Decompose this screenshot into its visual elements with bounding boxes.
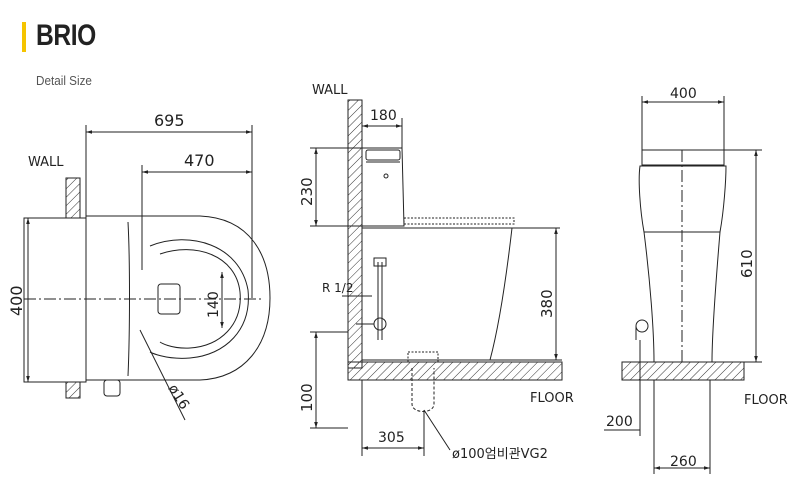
side-drain-label: ø100엄비관VG2 (452, 447, 548, 462)
front-dim-width: 400 (670, 86, 697, 102)
top-tank (23, 217, 87, 383)
front-dim-side: 200 (606, 414, 633, 430)
side-tank (361, 147, 405, 227)
top-view (23, 125, 271, 421)
accent-bar (22, 22, 26, 52)
front-floor-label: FLOOR (744, 393, 788, 408)
front-body (638, 165, 727, 363)
page-header: BRIO Detail Size (0, 0, 800, 100)
front-dim-height: 610 (738, 249, 756, 278)
side-wall-label: WALL (312, 83, 348, 98)
brand-title: BRIO (36, 19, 96, 52)
top-dim-hole: 470 (184, 151, 215, 170)
side-dim-outlet: 305 (378, 430, 405, 446)
side-dim-floor: 100 (298, 383, 316, 412)
top-bowl-outline (85, 215, 271, 381)
front-dim-base: 260 (670, 454, 697, 470)
top-dim-width: 400 (7, 285, 26, 316)
top-dim-inner: 140 (206, 291, 222, 318)
side-floor (347, 361, 563, 381)
detail-size-subtitle: Detail Size (36, 73, 92, 88)
front-view (604, 96, 762, 474)
side-dim-top: 180 (370, 108, 397, 124)
top-dim-pipe: ø16 (165, 382, 193, 413)
side-floor-label: FLOOR (530, 391, 574, 406)
side-pipe-label: R 1/2 (322, 281, 353, 295)
side-wall (347, 99, 363, 369)
side-view (310, 99, 563, 456)
side-bowl (361, 227, 513, 361)
side-dim-tank: 230 (298, 177, 316, 206)
side-dim-height: 380 (538, 289, 556, 318)
front-tank (641, 149, 725, 166)
top-dim-length: 695 (154, 111, 185, 130)
top-wall-label: WALL (28, 155, 64, 170)
